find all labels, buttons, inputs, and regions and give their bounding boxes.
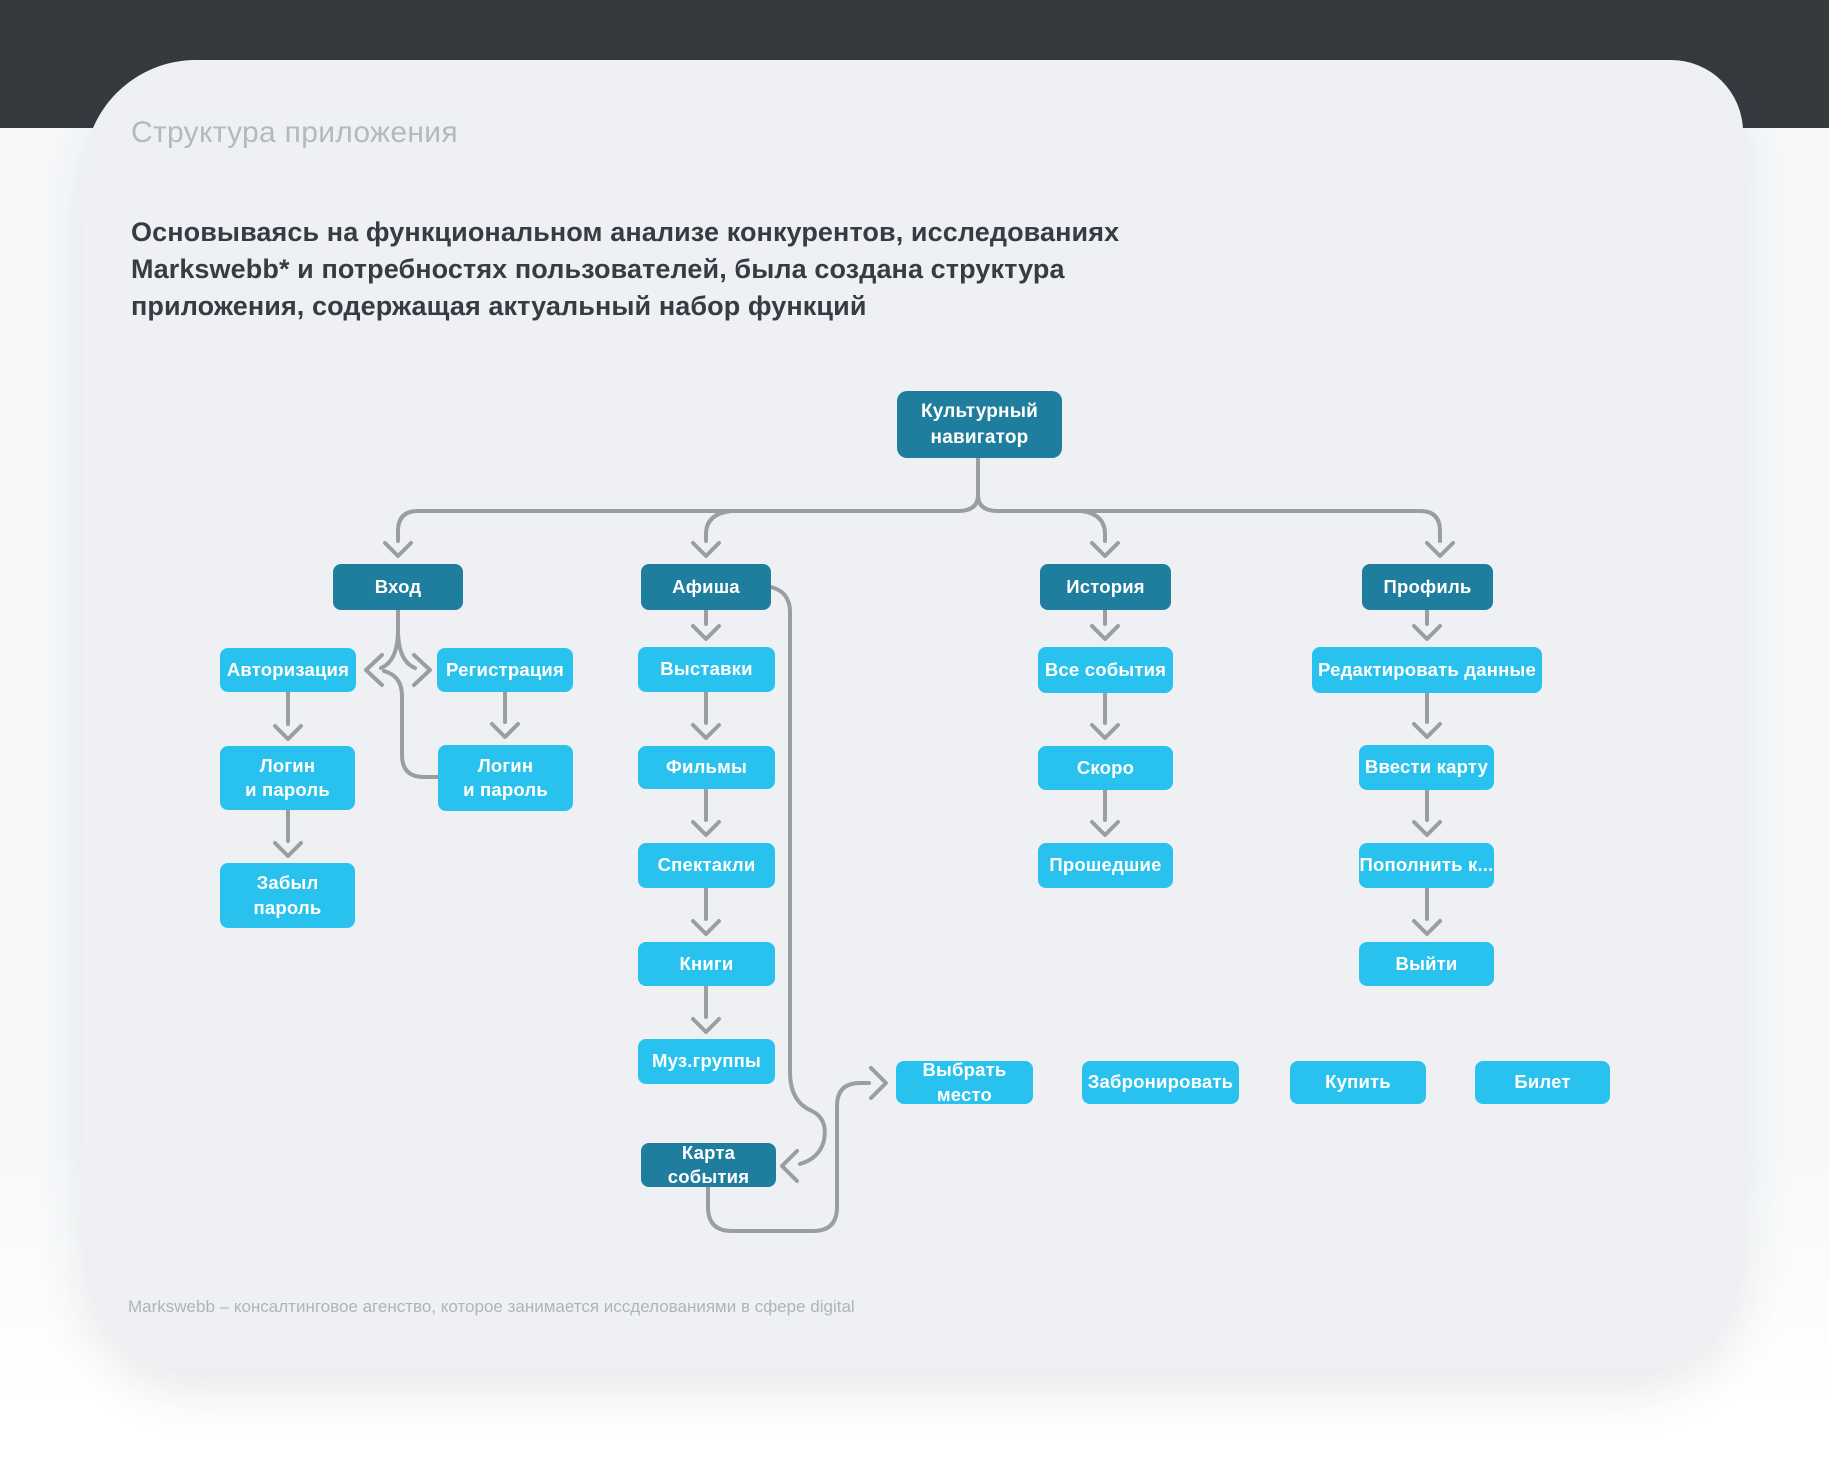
arrowhead-afisha [691, 541, 721, 558]
intro-line-3: приложения, содержащая актуальный набор … [131, 291, 867, 321]
connector-karta-vybrat [706, 1081, 871, 1233]
flowchart-node-popolnit: Пополнить к... [1359, 843, 1494, 888]
flowchart-node-vvesti: Ввести карту [1359, 745, 1494, 790]
flowchart-node-root: Культурный навигатор [897, 391, 1062, 458]
footnote: Markswebb – консалтинговое агенство, кот… [128, 1297, 855, 1316]
flowchart-node-login1: Логин и пароль [220, 746, 355, 810]
arrowhead-login2 [490, 722, 520, 739]
arrowhead-avtorizacia [364, 653, 384, 687]
flowchart-node-vybrat: Выбрать место [896, 1059, 1033, 1105]
arrowhead-vse [1090, 624, 1120, 641]
flowchart-node-registracia: Регистрация [437, 648, 573, 692]
arrowhead-vystavki [691, 624, 721, 641]
intro-line-1: Основываясь на функциональном анализе ко… [131, 217, 1120, 247]
flowchart-node-avtorizacia: Авторизация [220, 648, 356, 692]
arrowhead-karta [780, 1149, 799, 1183]
flowchart-node-muzgruppy: Муз.группы [638, 1039, 775, 1084]
flowchart-node-vhod: Вход [333, 564, 463, 610]
flowchart-node-login2: Логин и пароль [438, 745, 573, 811]
flowchart-node-profil: Профиль [1362, 564, 1493, 610]
arrowhead-vhod [383, 541, 413, 558]
arrowhead-vyiti [1412, 919, 1442, 936]
flowchart-node-istoria: История [1040, 564, 1171, 610]
arrowhead-popolnit [1412, 820, 1442, 837]
arrowhead-istoria [1090, 541, 1120, 558]
flowchart-node-vyiti: Выйти [1359, 942, 1494, 986]
connector-vhod-left [379, 628, 400, 670]
slide-card [84, 60, 1743, 1370]
arrowhead-skoro [1090, 723, 1120, 740]
flowchart-node-skoro: Скоро [1038, 746, 1173, 790]
flowchart-node-zabyl: Забыл пароль [220, 863, 355, 928]
arrowhead-vvesti [1412, 722, 1442, 739]
flowchart-node-proshedshie: Прошедшие [1038, 843, 1173, 888]
flowchart-node-filmy: Фильмы [638, 746, 775, 789]
flowchart-node-karta: Карта события [641, 1142, 776, 1187]
connector-rail-left [396, 493, 980, 543]
flowchart-node-kupit: Купить [1290, 1061, 1426, 1104]
arrowhead-registracia [412, 653, 432, 687]
page-title: Структура приложения [131, 116, 458, 149]
arrowhead-profil [1425, 541, 1455, 558]
flowchart-node-zabronirovat: Забронировать [1082, 1061, 1239, 1104]
intro-paragraph: Основываясь на функциональном анализе ко… [131, 214, 1119, 325]
flowchart-node-bilet: Билет [1475, 1061, 1610, 1104]
flowchart-node-knigi: Книги [638, 942, 775, 986]
flowchart-node-afisha: Афиша [641, 564, 771, 610]
connector-vhod-right [396, 628, 417, 670]
connector-branch-afisha [704, 509, 733, 543]
arrowhead-knigi [691, 919, 721, 936]
flowchart-node-spektakli: Спектакли [638, 843, 775, 888]
intro-line-2: Markswebb* и потребностях пользователей,… [131, 254, 1065, 284]
connector-login2-return [382, 669, 440, 779]
arrowhead-filmy [691, 723, 721, 740]
connector-branch-istoria [1079, 509, 1107, 543]
arrowhead-zabyl [273, 841, 303, 858]
arrowhead-muzgruppy [691, 1017, 721, 1034]
connector-afisha-karta [769, 585, 827, 1166]
flowchart-node-vse: Все события [1038, 647, 1173, 693]
arrowhead-vybrat [869, 1066, 888, 1100]
arrowhead-spektakli [691, 820, 721, 837]
flowchart-node-vystavki: Выставки [638, 647, 775, 692]
connector-rail-right [976, 493, 1442, 543]
arrowhead-proshedshie [1090, 820, 1120, 837]
arrowhead-redakt [1412, 624, 1442, 641]
arrowhead-login1 [273, 724, 303, 741]
flowchart-node-redakt: Редактировать данные [1312, 647, 1542, 693]
